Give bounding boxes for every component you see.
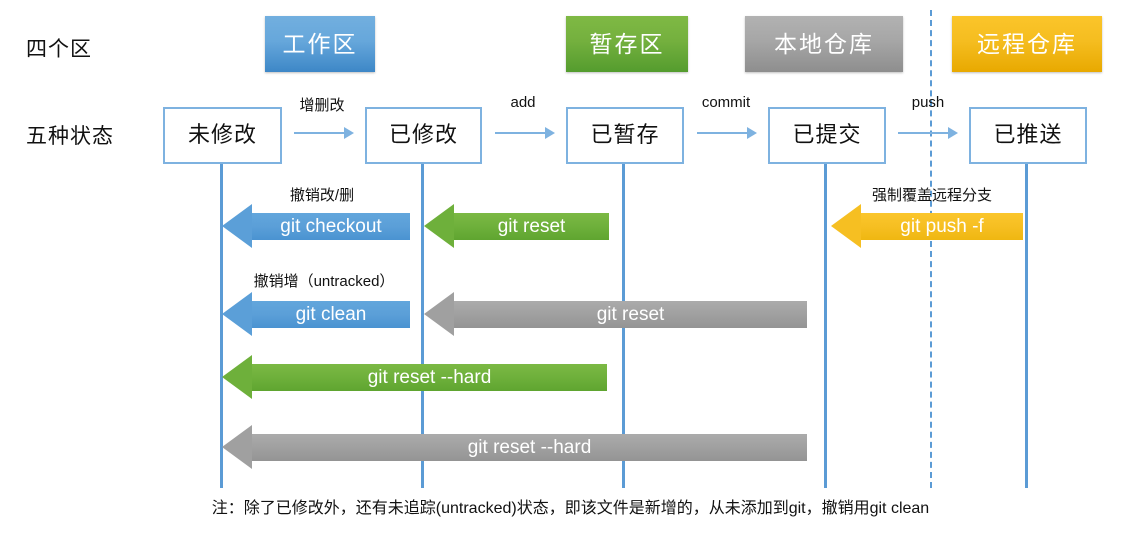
lifeline-committed [824, 158, 827, 488]
block-arrow-git-clean: git clean [222, 292, 410, 337]
block-arrow-git-reset-hard-staged: git reset --hard [222, 355, 607, 400]
block-arrow-label: git reset --hard [367, 367, 492, 388]
arrow-head-icon [747, 127, 757, 139]
block-arrow-git-push-force: git push -f [831, 204, 1023, 249]
arrow-head-icon [831, 204, 861, 248]
arrow-body [861, 213, 1023, 240]
arrow-head-icon [424, 292, 454, 336]
arrow-shaft [697, 132, 747, 134]
flow-caption-push: push [911, 94, 945, 111]
arrow-head-icon [222, 355, 252, 399]
zone-chip-local-repository: 本地仓库 [745, 16, 903, 72]
flow-arrow-push [898, 127, 958, 139]
arrow-head-icon [222, 425, 252, 469]
arrow-body [252, 213, 410, 240]
flow-arrow-commit [697, 127, 757, 139]
block-arrow-label: git checkout [280, 216, 382, 237]
state-box-unmodified: 未修改 [163, 107, 282, 164]
arrow-caption-git-checkout: 撤销改/删 [289, 187, 355, 204]
flow-caption-add: add [510, 94, 536, 111]
flow-arrow-add-delete-modify [294, 127, 354, 139]
block-arrow-git-reset-from-committed: git reset [424, 292, 807, 337]
state-box-modified: 已修改 [365, 107, 482, 164]
block-arrow-label: git reset --hard [467, 437, 592, 458]
block-arrow-git-reset: git reset [424, 204, 609, 249]
arrow-body [252, 301, 410, 328]
arrow-shaft [898, 132, 948, 134]
arrow-body [454, 213, 609, 240]
arrow-shaft [294, 132, 344, 134]
zone-chip-staging-area: 暂存区 [566, 16, 688, 72]
lifeline-pushed [1025, 158, 1028, 488]
arrow-head-icon [948, 127, 958, 139]
arrow-head-icon [424, 204, 454, 248]
arrow-head-icon [344, 127, 354, 139]
block-arrow-label: git reset [497, 216, 566, 237]
row-label-states: 五种状态 [26, 125, 114, 148]
block-arrow-label: git clean [295, 304, 367, 325]
arrow-caption-git-push-force: 强制覆盖远程分支 [871, 187, 992, 204]
lifeline-unmodified [220, 158, 223, 488]
block-arrow-git-reset-hard-committed: git reset --hard [222, 425, 807, 470]
flow-arrow-add [495, 127, 555, 139]
state-box-pushed: 已推送 [969, 107, 1087, 164]
state-box-staged: 已暂存 [566, 107, 684, 164]
row-label-zones: 四个区 [26, 38, 92, 61]
zone-chip-remote-repository: 远程仓库 [952, 16, 1102, 72]
arrow-shaft [495, 132, 545, 134]
flow-caption-add-delete-modify: 增删改 [299, 97, 345, 114]
arrow-caption-git-clean: 撤销增（untracked） [253, 273, 395, 290]
arrow-body [454, 301, 807, 328]
block-arrow-label: git reset [596, 304, 665, 325]
arrow-head-icon [222, 204, 252, 248]
state-box-committed: 已提交 [768, 107, 886, 164]
lifeline-modified [421, 158, 424, 488]
block-arrow-git-checkout: git checkout [222, 204, 410, 249]
arrow-body [252, 364, 607, 391]
block-arrow-label: git push -f [900, 216, 984, 237]
footnote-text: 注：除了已修改外，还有未追踪(untracked)状态，即该文件是新增的，从未添… [211, 500, 930, 517]
flow-caption-commit: commit [701, 94, 751, 111]
arrow-body [252, 434, 807, 461]
arrow-head-icon [545, 127, 555, 139]
zone-chip-working-area: 工作区 [265, 16, 375, 72]
arrow-head-icon [222, 292, 252, 336]
local-remote-boundary-line [930, 10, 932, 488]
